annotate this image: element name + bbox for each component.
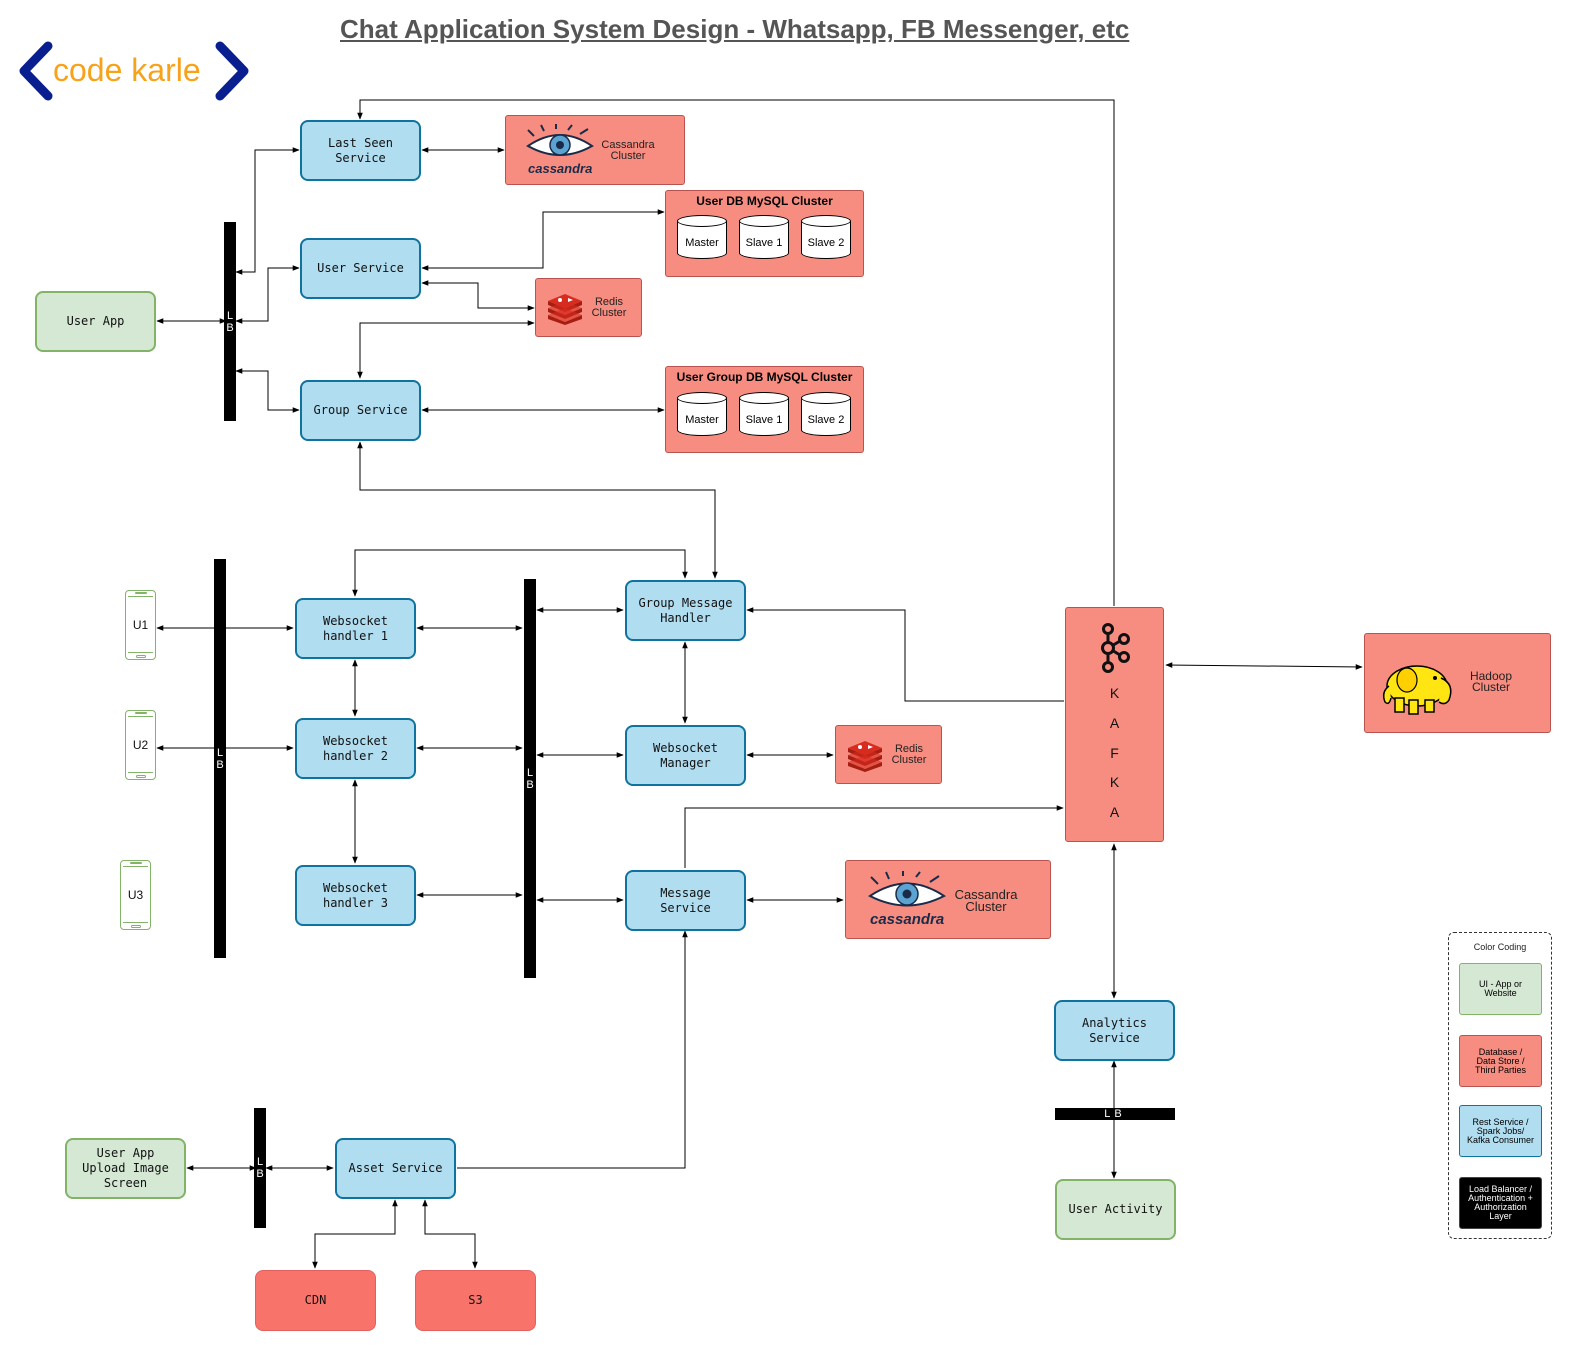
analytics-service[interactable]: Analytics Service [1054,1000,1175,1061]
user-activity[interactable]: User Activity [1055,1179,1176,1240]
wire-kafka-lastseen [357,99,1115,606]
legend-title: Color Coding [1473,942,1527,952]
user-group-db-master: Master [677,392,727,442]
wire-asset-msgsvc [457,930,688,1169]
wire-msgsvc-kafka [684,805,1064,868]
asset-service[interactable]: Asset Service [335,1138,456,1199]
legend-item-ui: UI - App or Website [1459,963,1542,1015]
user-group-db-slave-2: Slave 2 [801,392,851,442]
hadoop-cluster-label: Hadoop Cluster [1469,669,1513,694]
phone-u3[interactable]: U3 [120,860,151,930]
wire-asset-cdn [312,1199,398,1269]
redis-icon [848,741,882,772]
brand-text: code karle [53,52,201,88]
user-app-upload-image-screen[interactable]: User App Upload Image Screen [65,1138,186,1199]
legend-item-service: Rest Service / Spark Jobs/ Kafka Consume… [1459,1105,1542,1157]
message-service[interactable]: Message Service [625,870,746,931]
wire-kafka-hadoop [1165,662,1363,670]
user-group-db-title: User Group DB MySQL Cluster [676,370,853,384]
redis-cluster-top[interactable]: Redis Cluster [535,278,642,337]
wire-wh1-gmh [352,549,688,597]
load-balancer-upload: LB [254,1108,266,1228]
wire-userservice-userdb [421,209,665,271]
phone-u3-label: U3 [127,888,144,902]
websocket-handler-2[interactable]: Websocket handler 2 [295,718,416,779]
right-bracket-icon [215,41,249,101]
cassandra-cluster-label: Cassandra Cluster [601,139,655,162]
user-db-title: User DB MySQL Cluster [696,194,833,208]
wire-lb-lastseen [235,147,300,275]
kafka-letter-a: A [1109,715,1120,731]
wire-kafka-gmh [746,607,1064,702]
cassandra-cluster-bottom[interactable]: cassandra Cassandra Cluster [845,860,1051,939]
user-db-slave-2: Slave 2 [801,215,851,265]
kafka-letter-k: K [1109,685,1120,701]
user-db-mysql-cluster[interactable]: User DB MySQL Cluster Master Slave 1 Sla… [665,190,864,277]
phone-u2-label: U2 [132,738,149,752]
websocket-handler-3[interactable]: Websocket handler 3 [295,865,416,926]
wire-groupservice-gmh [357,441,718,579]
redis-cluster-bottom[interactable]: Redis Cluster [835,725,942,784]
phone-u2[interactable]: U2 [125,710,156,780]
kafka-letter-k2: K [1109,774,1120,790]
kafka-icon [1101,623,1130,673]
left-bracket-icon [19,41,53,101]
user-app[interactable]: User App [35,291,156,352]
cassandra-eye-icon [868,871,946,907]
load-balancer-top: LB [224,222,236,421]
wire-lb-groupservice [235,368,300,413]
page-title: Chat Application System Design - Whatsap… [340,14,1130,44]
s3[interactable]: S3 [415,1270,536,1331]
load-balancer-internal: LB [524,579,536,978]
redis-icon [548,294,582,325]
color-coding-legend: Color Coding UI - App or Website Databas… [1448,932,1552,1239]
wire-asset-s3 [422,1199,478,1269]
legend-item-database: Database / Data Store / Third Parties [1459,1035,1542,1087]
cassandra-logo-text: cassandra [528,161,593,176]
last-seen-service[interactable]: Last Seen Service [300,120,421,181]
kafka-cluster[interactable]: K A F K A [1065,607,1164,842]
user-service[interactable]: User Service [300,238,421,299]
user-db-slave-1: Slave 1 [739,215,789,265]
redis-cluster-label: Redis Cluster [891,743,927,766]
wire-redis-groupservice [357,320,535,379]
group-message-handler[interactable]: Group Message Handler [625,580,746,641]
user-db-master: Master [677,215,727,265]
user-group-db-mysql-cluster[interactable]: User Group DB MySQL Cluster Master Slave… [665,366,864,453]
websocket-manager[interactable]: Websocket Manager [625,725,746,786]
hadoop-elephant-icon [1382,665,1452,715]
user-group-db-slave-1: Slave 1 [739,392,789,442]
group-service[interactable]: Group Service [300,380,421,441]
cassandra-eye-icon [526,124,594,156]
redis-cluster-label: Redis Cluster [591,296,627,319]
hadoop-cluster[interactable]: Hadoop Cluster [1364,633,1551,733]
load-balancer-clients: LB [214,559,226,958]
cassandra-logo-text: cassandra [870,911,945,928]
cassandra-cluster-top[interactable]: cassandra Cassandra Cluster [505,115,685,185]
wire-lb-userservice [235,265,300,324]
websocket-handler-1[interactable]: Websocket handler 1 [295,598,416,659]
load-balancer-analytics: LB [1055,1108,1175,1120]
legend-item-load-balancer: Load Balancer / Authentication + Authori… [1459,1177,1542,1229]
cassandra-cluster-label: Cassandra Cluster [954,887,1018,914]
phone-u1[interactable]: U1 [125,590,156,660]
kafka-letter-a2: A [1109,804,1120,820]
wire-userservice-redis [421,280,535,311]
phone-u1-label: U1 [132,618,149,632]
cdn[interactable]: CDN [255,1270,376,1331]
kafka-letter-f: F [1110,745,1119,761]
